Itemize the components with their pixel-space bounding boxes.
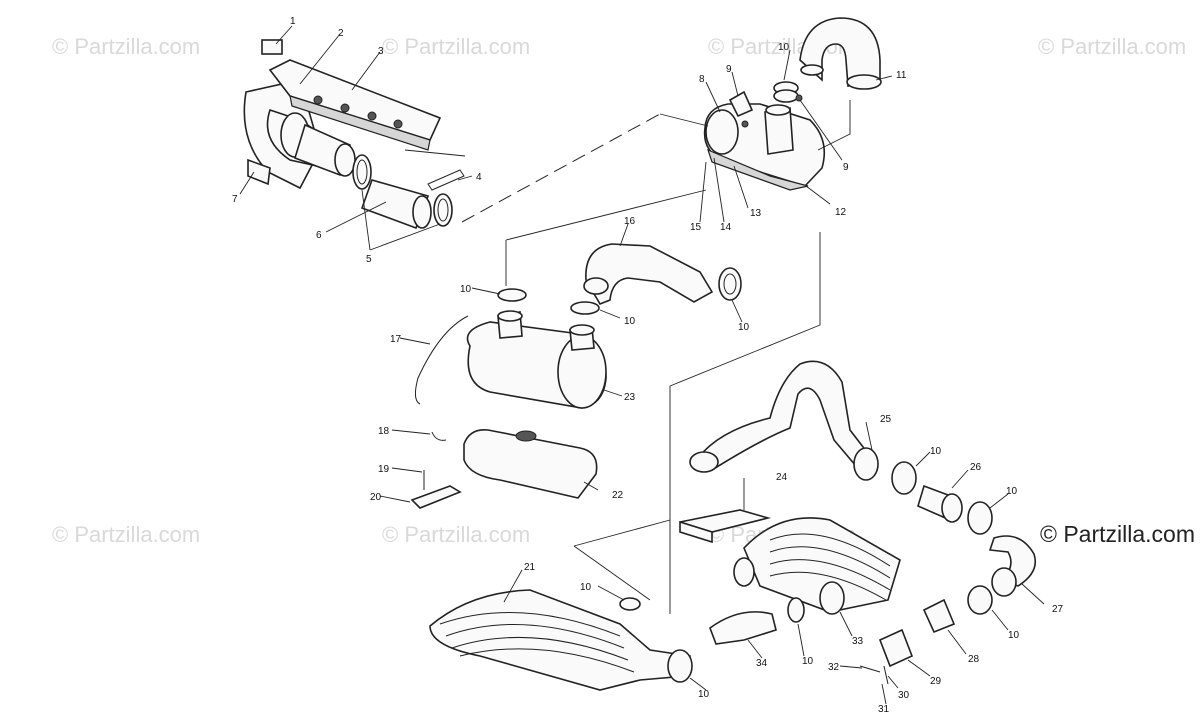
connector-line-right [817, 100, 851, 151]
callout-10-e: 10 [1006, 486, 1018, 497]
callout-22: 22 [612, 490, 624, 501]
part-group-head-pipe [429, 360, 1037, 691]
callout-27: 27 [1052, 604, 1064, 615]
callout-1: 1 [290, 16, 296, 27]
callout-10-c: 10 [738, 322, 750, 333]
callout-10-i: 10 [698, 689, 710, 700]
callout-6: 6 [316, 230, 322, 241]
watermark-mid-2: © Partzilla.com [382, 522, 531, 547]
callout-12: 12 [835, 207, 847, 218]
callout-19: 19 [378, 464, 390, 475]
callout-24: 24 [776, 472, 788, 483]
callout-18: 18 [378, 426, 390, 437]
callout-10-d: 10 [930, 446, 942, 457]
callout-10-b: 10 [624, 316, 636, 327]
dashed-connector [461, 113, 661, 223]
callout-23: 23 [624, 392, 636, 403]
callout-14: 14 [720, 222, 732, 233]
callout-20: 20 [370, 492, 382, 503]
callout-7: 7 [232, 194, 238, 205]
callout-10-a: 10 [460, 284, 472, 295]
callout-10-top: 10 [778, 42, 790, 53]
part-group-resonator [703, 17, 882, 191]
callout-10-h: 10 [802, 656, 814, 667]
callout-17: 17 [390, 334, 402, 345]
callout-29: 29 [930, 676, 942, 687]
callout-26: 26 [970, 462, 982, 473]
callout-30: 30 [898, 690, 910, 701]
callout-10-g: 10 [1008, 630, 1020, 641]
connector-line-top [659, 113, 709, 127]
callout-5: 5 [366, 254, 372, 265]
callout-4: 4 [476, 172, 482, 183]
watermark-top-2: © Partzilla.com [382, 34, 531, 59]
part-group-water-box [243, 39, 466, 230]
callout-9a: 9 [726, 64, 732, 75]
part-group-muffler [410, 189, 821, 614]
callout-25: 25 [880, 414, 892, 425]
callout-9b: 9 [843, 162, 849, 173]
watermark-dark: © Partzilla.com [1040, 521, 1195, 547]
callout-2: 2 [338, 28, 344, 39]
callout-8: 8 [699, 74, 705, 85]
callout-32: 32 [828, 662, 840, 673]
watermark-mid-1: © Partzilla.com [52, 522, 201, 547]
callout-labels: 1 2 3 4 5 6 7 8 9 9 10 11 12 13 14 15 16… [232, 16, 1064, 715]
callout-28: 28 [968, 654, 980, 665]
callout-33: 33 [852, 636, 864, 647]
watermark-top-4: © Partzilla.com [1038, 34, 1187, 59]
callout-15: 15 [690, 222, 702, 233]
callout-31: 31 [878, 704, 890, 715]
callout-11: 11 [896, 70, 907, 81]
callout-34: 34 [756, 658, 768, 669]
callout-10-f: 10 [580, 582, 592, 593]
callout-3: 3 [378, 46, 384, 57]
callout-21: 21 [524, 562, 536, 573]
watermark-top-1: © Partzilla.com [52, 34, 201, 59]
leader-lines [239, 25, 1045, 705]
callout-16: 16 [624, 216, 636, 227]
callout-13: 13 [750, 208, 762, 219]
